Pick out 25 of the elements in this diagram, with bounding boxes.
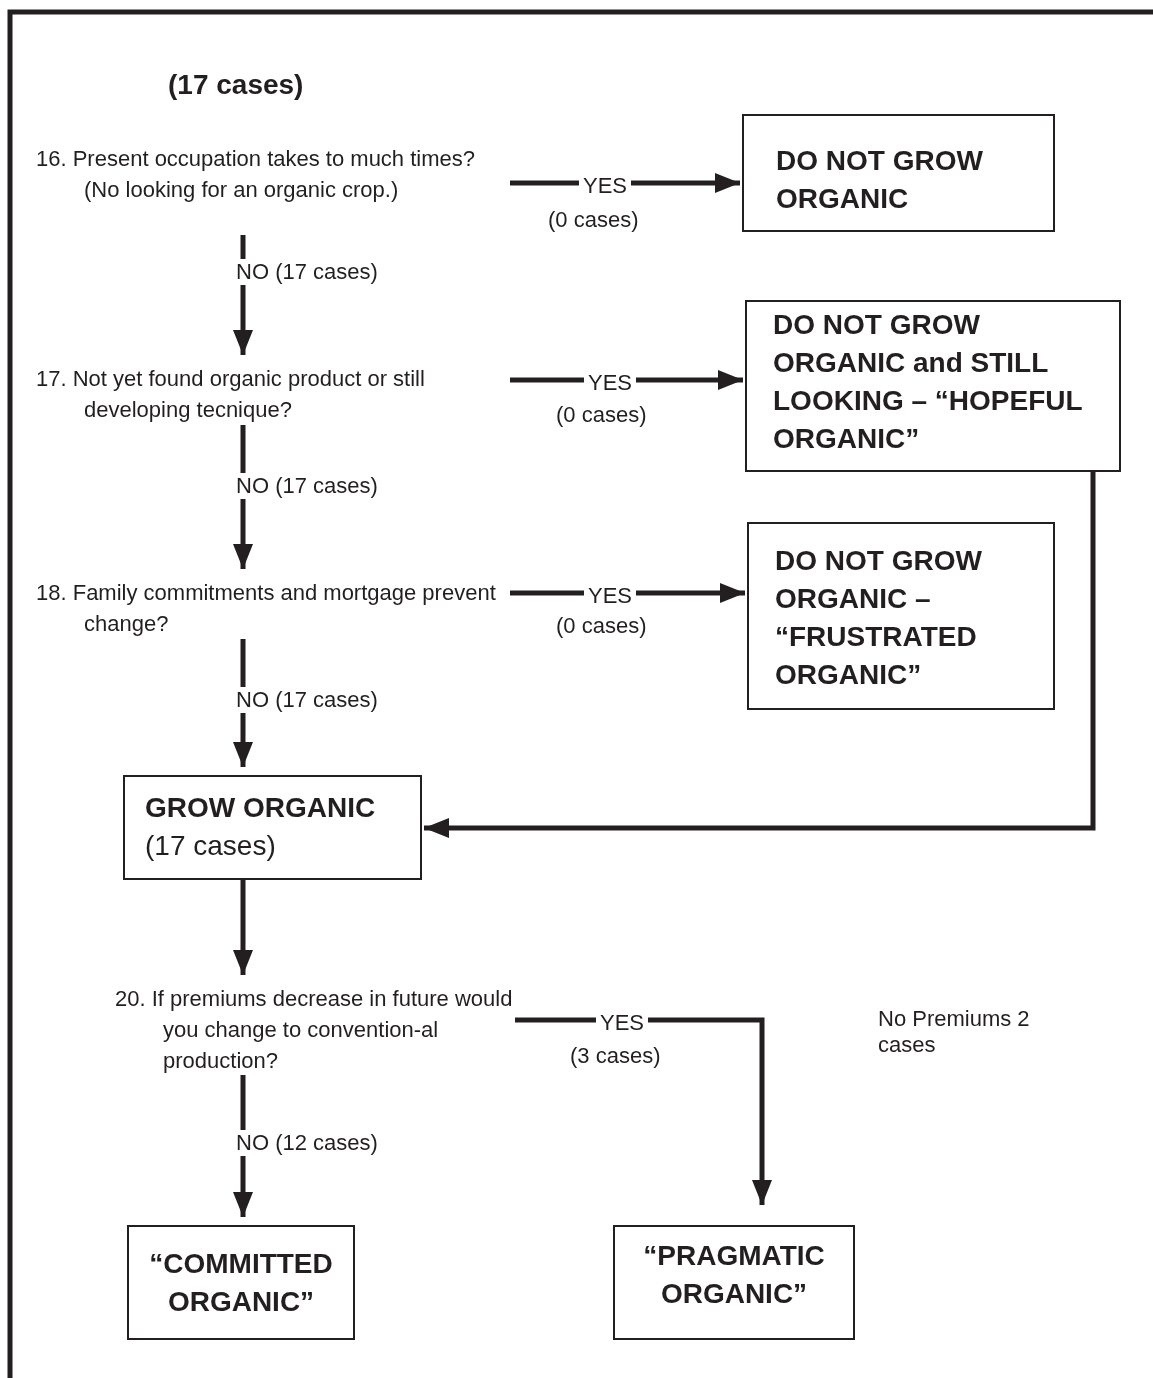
question-text: 16. Present occupation takes to much times? (No looking for an organic crop.) [36,146,475,202]
case-count: (0 cases) [556,613,647,639]
heading: (17 cases) [168,68,304,102]
note-text: No Premiums 2 cases [878,1006,1031,1058]
outcome-text: “PRAGMATIC ORGANIC” [642,1239,826,1311]
case-count: (0 cases) [548,207,639,233]
outcome-box [745,300,1121,472]
question-text: 20. If premiums decrease in future would you change to convention-al production? [115,986,513,1073]
outcome-text: DO NOT GROW ORGANIC [776,144,984,216]
case-count: (0 cases) [556,402,647,428]
outcome-text: DO NOT GROW ORGANIC and STILL LOOKING – “HOPEFUL ORGANIC” [773,308,1084,456]
outcome-text: “COMMITTED ORGANIC” [148,1247,334,1319]
outcome-text: DO NOT GROW ORGANIC – “FRUSTRATED ORGANIC” [775,544,983,692]
outcome-box [742,114,1055,232]
arrow [424,472,1096,838]
outcome-box [747,522,1055,710]
outcome-box [613,1225,855,1340]
outcome-box [127,1225,355,1340]
outcome-box [123,775,422,880]
case-count: (17 cases) [145,829,277,863]
outcome-text: GROW ORGANIC [145,791,377,825]
arrow [515,1017,772,1205]
case-count: (3 cases) [570,1043,661,1069]
question-text: 17. Not yet found organic product or still developing tecnique? [36,366,425,422]
question-text: 18. Family commitments and mortgage prevent change? [36,580,496,636]
